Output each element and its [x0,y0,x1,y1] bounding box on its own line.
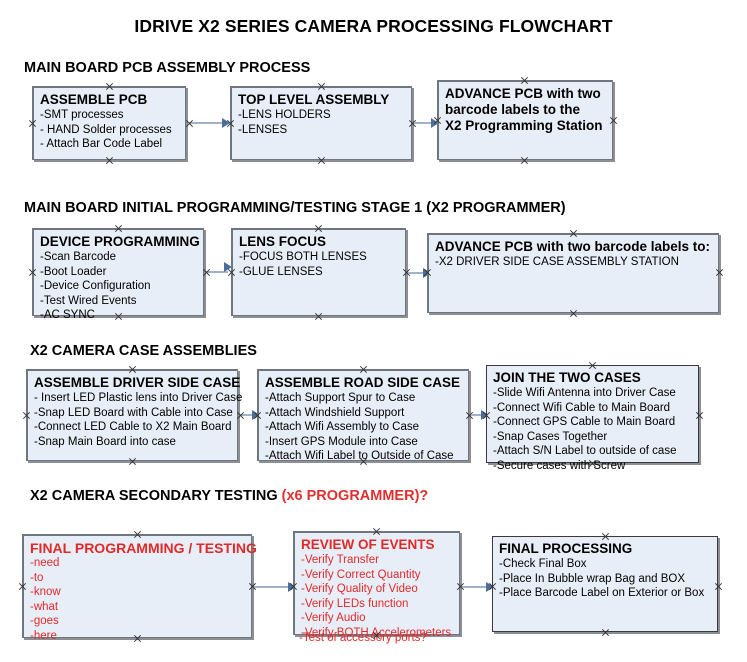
flow-box-line: -Attach Support Spur to Case [265,392,416,404]
flow-box-title: ADVANCE PCB with two barcode labels to: [435,239,711,254]
flow-box-join-the-two-cases[interactable]: JOIN THE TWO CASES -Slide Wifi Antenna i… [486,365,699,472]
flow-box-line: -Connect LED Cable to X2 Main Board [34,421,232,433]
flow-box-line: -Verify Correct Quantity [301,568,421,581]
flow-box-final-programming-testing[interactable]: FINAL PROGRAMMING / TESTING -need -to -k… [22,534,257,642]
connector-arrowhead [222,118,230,128]
flow-box-title: LENS FOCUS [239,234,327,249]
flow-box-line: -Attach Wifi Assembly to Case [265,421,420,433]
section-heading-x2-camera-case-assemblies: X2 CAMERA CASE ASSEMBLIES [30,343,257,359]
flow-box-title: DEVICE PROGRAMMING [40,234,200,249]
flow-box-line: -what [30,600,59,613]
flow-box-line: - HAND Solder processes [40,123,172,136]
flow-box-line: -Snap Main Board into case [34,435,176,448]
flow-box-line: -Snap LED Board with Cable into Case [34,406,233,419]
flow-box-line: -know [30,586,61,598]
flow-box-advance-pcb-programming-station[interactable]: ADVANCE PCB with two barcode labels to t… [437,80,613,160]
connector-line [408,272,428,274]
connector-arrowhead [288,582,296,592]
flow-box-line: - Insert LED Plastic lens into Driver Ca… [34,392,243,404]
connector-line [471,414,485,416]
connector-arrowhead [481,410,489,420]
flow-box-line: -Snap Cases Together [493,430,608,443]
connector-line [206,271,228,273]
flow-box-line: -Slide Wifi Antenna into Driver Case [493,387,676,399]
section-heading-main-board-pcb-assembly: MAIN BOARD PCB ASSEMBLY PROCESS [24,60,310,76]
flow-box-lens-focus[interactable]: LENS FOCUS -FOCUS BOTH LENSES -GLUE LENS… [231,228,406,316]
flow-box-line: -here [30,629,57,642]
flow-box-line: -Check Final Box [499,558,587,570]
flow-box-title: FINAL PROGRAMMING / TESTING [30,540,257,556]
flow-box-line: -Test Wired Events [40,294,137,307]
flow-box-title: ADVANCE PCB with two [445,86,601,101]
flow-box-line: barcode labels to the [445,102,581,117]
section-heading-text: MAIN BOARD INITIAL PROGRAMMING/TESTING S… [24,200,566,216]
flow-box-device-programming[interactable]: DEVICE PROGRAMMING -Scan Barcode -Boot L… [32,228,204,321]
flow-box-line: -Scan Barcode [40,251,117,263]
flow-box-line: -LENS HOLDERS [238,109,331,121]
section-heading-text: X2 CAMERA CASE ASSEMBLIES [30,343,257,359]
flow-box-line: -Boot Loader [40,265,107,278]
section-heading-text: MAIN BOARD PCB ASSEMBLY PROCESS [24,60,311,76]
flow-box-overflow-line: -Test of accessory ports? [299,632,427,644]
flow-box-title: ASSEMBLE DRIVER SIDE CASE [34,375,241,390]
flow-box-line: -Attach Windshield Support [265,406,405,419]
flow-box-line: -FOCUS BOTH LENSES [239,251,367,263]
flow-box-title: JOIN THE TWO CASES [493,370,641,385]
flow-box-line: -Insert GPS Module into Case [265,435,418,448]
flow-box-title: ASSEMBLE ROAD SIDE CASE [265,375,461,390]
flow-box-line: -Connect Wifi Cable to Main Board [493,401,671,414]
flow-box-line: -AC SYNC [40,309,95,321]
section-heading-x2-camera-secondary-testing: X2 CAMERA SECONDARY TESTING (x6 PROGRAMM… [30,488,428,504]
connector-line [240,414,258,416]
flow-box-top-level-assembly[interactable]: TOP LEVEL ASSEMBLY -LENS HOLDERS -LENSES [230,86,412,160]
page-title: IDRIVE X2 SERIES CAMERA PROCESSING FLOWC… [134,16,613,36]
connector-arrowhead [252,410,260,420]
flow-box-line: -Secure cases with Screw [493,459,626,472]
flow-box-line: -Attach S/N Label to outside of case [493,445,677,457]
flow-box-line: -Connect GPS Cable to Main Board [493,416,676,428]
section-heading-main-board-initial-programming: MAIN BOARD INITIAL PROGRAMMING/TESTING S… [24,200,566,216]
connector-arrowhead [486,582,494,592]
flow-box-line: -goes [30,615,59,627]
flow-box-line: -Verify Transfer [301,554,379,566]
flow-box-assemble-driver-side-case[interactable]: ASSEMBLE DRIVER SIDE CASE - Insert LED P… [26,369,243,461]
connector-arrowhead [431,118,439,128]
flow-box-assemble-road-side-case[interactable]: ASSEMBLE ROAD SIDE CASE -Attach Support … [257,369,469,462]
flow-box-title: FINAL PROCESSING [499,541,633,556]
flow-box-advance-pcb-driver-side-case[interactable]: ADVANCE PCB with two barcode labels to: … [427,233,719,313]
flow-box-line: -need [30,557,60,569]
flow-box-line: -Device Configuration [40,280,151,292]
flow-box-assemble-pcb[interactable]: ASSEMBLE PCB -SMT processes - HAND Solde… [32,86,186,160]
flow-box-title: TOP LEVEL ASSEMBLY [238,92,390,107]
connector-line [462,586,490,588]
flow-box-line: -X2 DRIVER SIDE CASE ASSEMBLY STATION [435,256,679,268]
flow-box-line: X2 Programming Station [445,118,603,133]
flow-box-title: ASSEMBLE PCB [40,92,148,107]
connector-line [189,122,227,124]
flow-box-title: REVIEW OF EVENTS [301,537,435,552]
flow-box-final-processing[interactable]: FINAL PROCESSING -Check Final Box -Place… [492,536,718,632]
flow-box-line: -Place Barcode Label on Exterior or Box [499,587,705,599]
flow-box-line: -Verify BOTH Accelerometers [301,626,452,639]
section-heading-accent: (x6 PROGRAMMER)? [281,488,429,504]
flow-box-line: -LENSES [238,123,288,136]
connector-arrowhead [224,262,232,272]
flow-box-line: -Verify LEDs function [301,597,409,610]
flow-box-line: -GLUE LENSES [239,265,323,278]
flow-box-line: -Attach Wifi Label to Outside of Case [265,450,454,462]
flow-box-line: -Place In Bubble wrap Bag and BOX [499,572,686,585]
flow-box-line: -SMT processes [40,109,124,121]
flow-box-line: - Attach Bar Code Label [40,138,163,150]
flow-box-line: -Verify Audio [301,612,366,624]
section-heading-text: X2 CAMERA SECONDARY TESTING [30,488,282,504]
connector-line [254,586,294,588]
flow-box-line: -to [30,571,44,584]
connector-line [414,122,436,124]
flow-box-review-of-events[interactable]: REVIEW OF EVENTS -Verify Transfer -Verif… [293,531,460,639]
flow-box-line: -Verify Quality of Video [301,583,418,595]
